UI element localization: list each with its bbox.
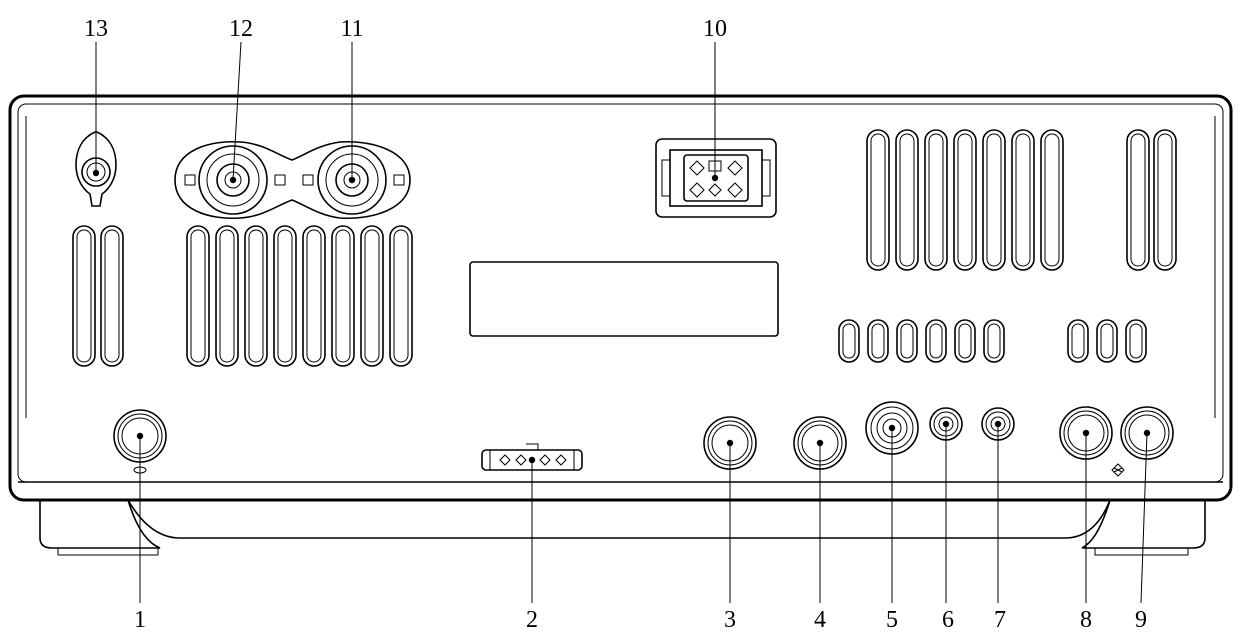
callout-2: 2 bbox=[526, 607, 538, 633]
vent-slot bbox=[895, 129, 919, 271]
vent-slot bbox=[896, 319, 918, 363]
vent-slot bbox=[1153, 129, 1177, 271]
callout-12: 12 bbox=[229, 16, 253, 42]
vent-slot bbox=[100, 225, 124, 367]
vent-slot bbox=[360, 225, 384, 367]
vent-slot bbox=[838, 319, 860, 363]
vent-slots-lower-middle bbox=[186, 225, 413, 367]
callout-4: 4 bbox=[814, 607, 826, 633]
vent-slots-right bbox=[838, 129, 1177, 363]
chassis-bottom-curve bbox=[127, 499, 1111, 539]
vent-slot bbox=[983, 319, 1005, 363]
callout-11: 11 bbox=[340, 16, 363, 42]
vent-slot bbox=[244, 225, 268, 367]
antenna-connector-12 bbox=[174, 140, 411, 220]
callout-10: 10 bbox=[703, 16, 727, 42]
callout-5: 5 bbox=[886, 607, 898, 633]
callout-7: 7 bbox=[994, 607, 1006, 633]
vent-slots-upper-left bbox=[72, 225, 124, 367]
callout-13: 13 bbox=[84, 16, 108, 42]
vent-slot bbox=[925, 319, 947, 363]
vent-slot bbox=[1126, 129, 1150, 271]
chassis-inner bbox=[17, 103, 1224, 483]
vent-slot bbox=[331, 225, 355, 367]
vent-slot bbox=[924, 129, 948, 271]
jack-9 bbox=[1120, 406, 1174, 460]
callout-3: 3 bbox=[724, 607, 736, 633]
vent-slot bbox=[866, 129, 890, 271]
vent-slot bbox=[215, 225, 239, 367]
vent-slot bbox=[982, 129, 1006, 271]
vent-slot bbox=[1040, 129, 1064, 271]
left-foot bbox=[39, 499, 161, 549]
vent-slot bbox=[389, 225, 413, 367]
vent-slot bbox=[1011, 129, 1035, 271]
ground-terminal-13 bbox=[75, 131, 117, 207]
leader-line bbox=[1140, 432, 1148, 604]
callout-9: 9 bbox=[1135, 607, 1147, 633]
vent-slot bbox=[953, 129, 977, 271]
right-foot bbox=[1081, 499, 1206, 549]
chassis-outer bbox=[8, 94, 1233, 502]
callout-8: 8 bbox=[1080, 607, 1092, 633]
callout-6: 6 bbox=[942, 607, 954, 633]
vent-slot bbox=[72, 225, 96, 367]
vent-slot bbox=[186, 225, 210, 367]
vent-slot bbox=[867, 319, 889, 363]
label-plate bbox=[469, 261, 779, 337]
callout-leader-lines bbox=[95, 41, 1148, 604]
vent-slot bbox=[302, 225, 326, 367]
leader-line bbox=[232, 41, 242, 181]
callout-1: 1 bbox=[134, 607, 146, 633]
vent-slot bbox=[1125, 319, 1147, 363]
antenna-connector-11 bbox=[302, 145, 405, 215]
vent-slot bbox=[954, 319, 976, 363]
vent-slot bbox=[273, 225, 297, 367]
vent-slot bbox=[1067, 319, 1089, 363]
vent-slot bbox=[1096, 319, 1118, 363]
dc-power-connector-10 bbox=[655, 138, 777, 218]
